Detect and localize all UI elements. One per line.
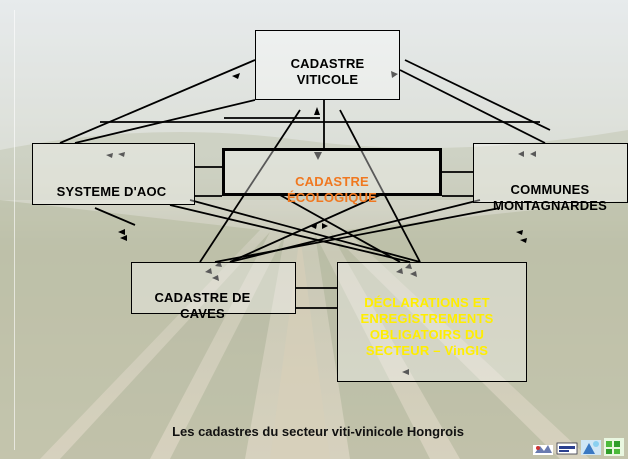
diagram-caption: Les cadastres du secteur viti-vinicole H… bbox=[172, 424, 464, 439]
label-declarations: DÉCLARATIONS ET ENREGISTREMENTS OBLIGATO… bbox=[360, 295, 494, 358]
box-cadastre-caves bbox=[131, 262, 296, 314]
logo-2-icon bbox=[556, 442, 578, 455]
frame-left bbox=[14, 10, 15, 450]
box-cadastre-viticole bbox=[255, 30, 400, 100]
logo-3-icon bbox=[581, 440, 601, 455]
label-communes-montagnardes: COMMUNES MONTAGNARDES bbox=[492, 182, 608, 213]
box-cadastre-ecologique bbox=[222, 148, 442, 196]
box-declarations bbox=[337, 262, 527, 382]
box-systeme-aoc bbox=[32, 143, 195, 205]
label-cadastre-caves: CADASTRE DE CAVES bbox=[154, 290, 251, 321]
label-cadastre-ecologique: CADASTRE ÉCOLOGIQUE bbox=[286, 174, 378, 205]
logo-1-icon bbox=[533, 445, 553, 455]
label-systeme-aoc: SYSTEME D'AOC bbox=[56, 184, 167, 199]
label-cadastre-viticole: CADASTRE VITICOLE bbox=[290, 56, 365, 87]
logo-4-icon bbox=[604, 438, 624, 456]
